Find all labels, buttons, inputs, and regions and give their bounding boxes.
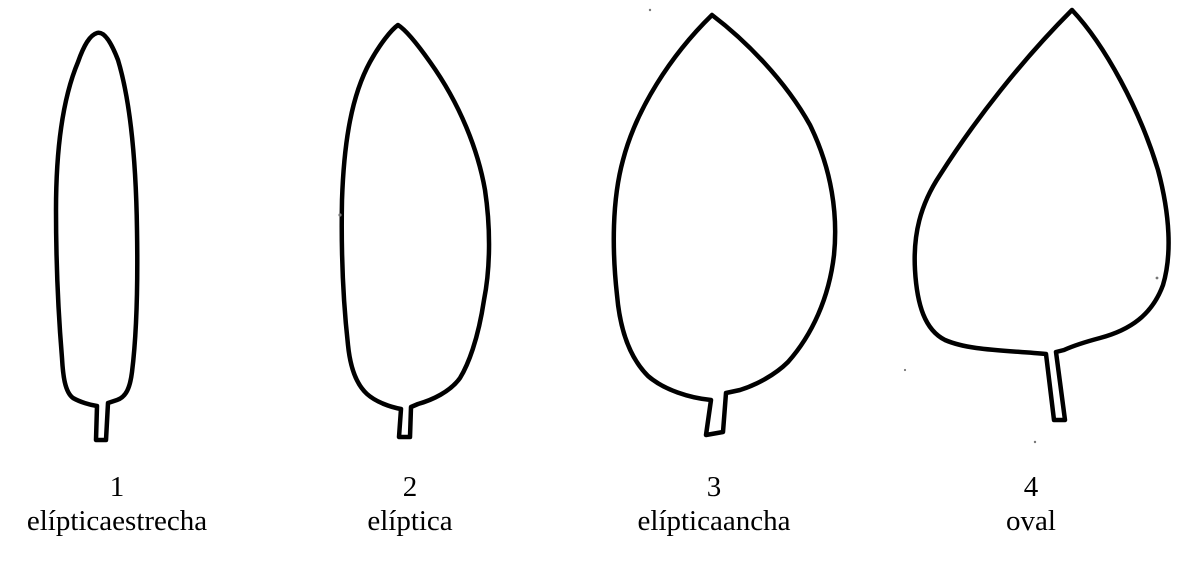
leaf-1-caption: 1 elípticaestrecha	[0, 470, 237, 538]
leaf-2-name: elíptica	[290, 504, 530, 538]
leaf-2-number: 2	[290, 470, 530, 504]
leaf-3-name: elípticaancha	[594, 504, 834, 538]
leaf-3-outline	[614, 15, 835, 435]
leaf-4-number: 4	[911, 470, 1151, 504]
leaf-4-name: oval	[911, 504, 1151, 538]
leaf-3-number: 3	[594, 470, 834, 504]
leaf-1-outline	[56, 33, 137, 440]
leaf-4-caption: 4 oval	[911, 470, 1151, 538]
leaf-2-caption: 2 elíptica	[290, 470, 530, 538]
leaf-2-outline	[342, 25, 489, 437]
leaf-4-outline	[915, 10, 1169, 420]
leaf-1-name: elípticaestrecha	[0, 504, 237, 538]
leaf-1-number: 1	[0, 470, 237, 504]
leaf-3-caption: 3 elípticaancha	[594, 470, 834, 538]
